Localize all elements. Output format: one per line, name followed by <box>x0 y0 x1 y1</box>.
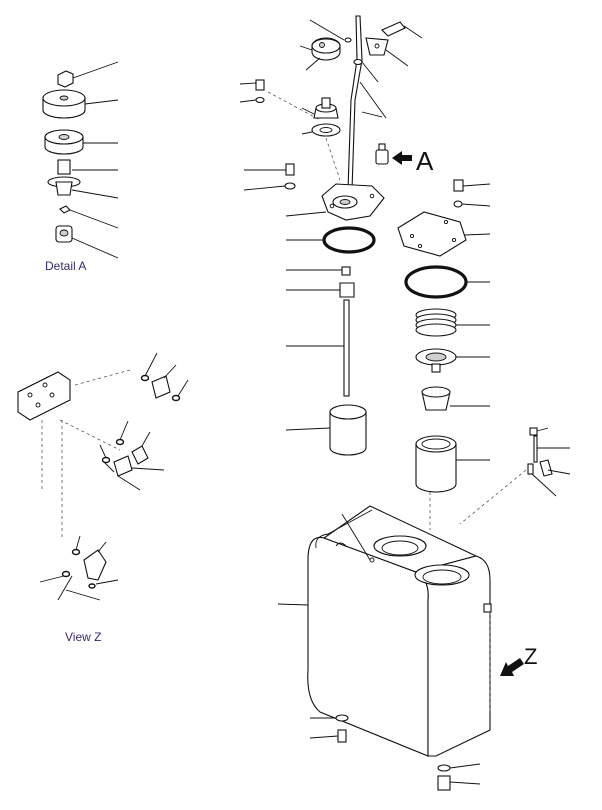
center-assembly <box>239 15 423 456</box>
right-assembly <box>397 179 571 530</box>
view-z-parts <box>17 352 189 601</box>
tank-body <box>277 505 492 791</box>
view-arrow-a <box>392 151 412 165</box>
view-arrow-z <box>500 658 524 676</box>
detail-a-caption: Detail A <box>45 259 86 273</box>
detail-a-parts <box>42 61 119 259</box>
view-z-caption: View Z <box>65 630 101 644</box>
arrow-a-label: A <box>416 146 434 176</box>
arrow-z-label: Z <box>524 644 537 669</box>
